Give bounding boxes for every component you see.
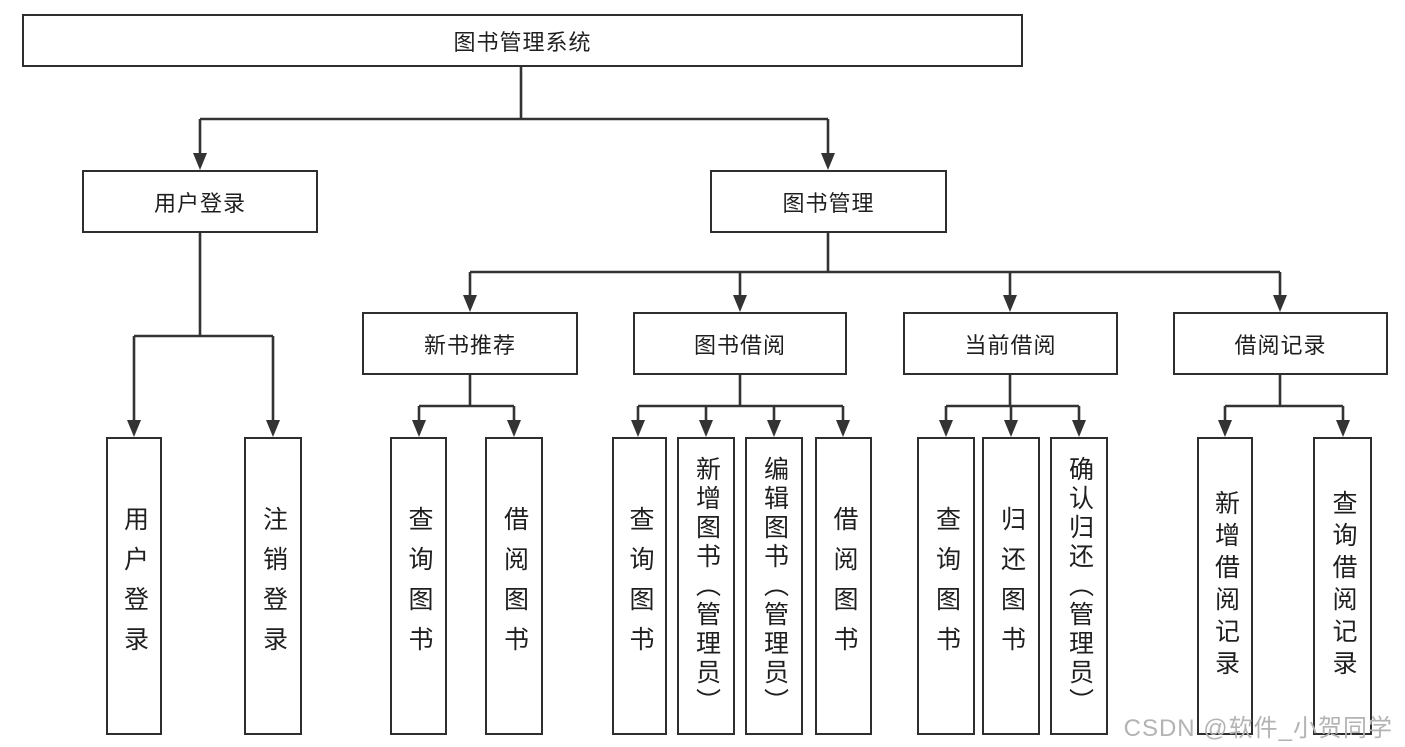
- node-label: 查询图书: [405, 506, 433, 666]
- leaf-query-books-1: 查询图书: [390, 437, 447, 735]
- leaf-edit-book-admin: 编辑图书（管理员）: [745, 437, 803, 735]
- node-label: 用户登录: [153, 190, 246, 216]
- node-user-login: 用户登录: [82, 170, 318, 233]
- connector-root-to-level2: [193, 67, 835, 170]
- connector-borrow-records-to-leaves: [1218, 375, 1350, 437]
- node-label: 借阅图书: [500, 506, 529, 666]
- node-root: 图书管理系统: [22, 14, 1023, 67]
- leaf-user-login: 用户登录: [106, 437, 162, 735]
- node-label: 新增借阅记录: [1211, 490, 1240, 682]
- connector-current-borrow-to-leaves: [939, 375, 1086, 437]
- arrowhead-icon: [1003, 295, 1017, 312]
- node-label: 查询图书: [626, 506, 654, 666]
- node-label: 查询借阅记录: [1329, 490, 1357, 682]
- node-label: 图书借阅: [693, 332, 786, 358]
- node-label: 图书管理系统: [453, 29, 592, 55]
- connector-book-borrow-to-leaves: [631, 375, 850, 437]
- leaf-borrow-books-2: 借阅图书: [815, 437, 872, 735]
- arrowhead-icon: [699, 420, 713, 437]
- node-label: 新书推荐: [423, 332, 516, 358]
- node-label: 归还图书: [997, 506, 1026, 666]
- arrowhead-icon: [1336, 420, 1350, 437]
- node-label: 图书管理: [782, 190, 875, 216]
- node-label: 新增图书（管理员）: [692, 455, 721, 717]
- arrowhead-icon: [733, 295, 747, 312]
- arrowhead-icon: [1218, 420, 1232, 437]
- arrowhead-icon: [412, 420, 426, 437]
- leaf-query-books-3: 查询图书: [917, 437, 975, 735]
- node-borrow-records: 借阅记录: [1173, 312, 1388, 375]
- node-label: 用户登录: [120, 506, 149, 666]
- connector-book-management-to-level3: [463, 233, 1287, 312]
- watermark: CSDN @软件_小贺同学: [1123, 715, 1393, 742]
- arrowhead-icon: [1273, 295, 1287, 312]
- arrowhead-icon: [836, 420, 850, 437]
- leaf-borrow-books-1: 借阅图书: [485, 437, 543, 735]
- connector-new-book-to-leaves: [412, 375, 521, 437]
- arrowhead-icon: [1004, 420, 1018, 437]
- node-book-borrow: 图书借阅: [633, 312, 847, 375]
- node-label: 编辑图书（管理员）: [760, 455, 789, 717]
- arrowhead-icon: [821, 153, 835, 170]
- arrowhead-icon: [767, 420, 781, 437]
- arrowhead-icon: [127, 420, 141, 437]
- leaf-logout: 注销登录: [244, 437, 302, 735]
- leaf-return-books: 归还图书: [982, 437, 1040, 735]
- arrowhead-icon: [193, 153, 207, 170]
- arrowhead-icon: [266, 420, 280, 437]
- node-label: 注销登录: [259, 506, 288, 666]
- leaf-query-books-2: 查询图书: [612, 437, 667, 735]
- node-label: 查询图书: [932, 506, 961, 666]
- leaf-add-book-admin: 新增图书（管理员）: [677, 437, 735, 735]
- connector-user-login-to-leaves: [127, 233, 280, 437]
- arrowhead-icon: [631, 420, 645, 437]
- leaf-query-borrow-record: 查询借阅记录: [1313, 437, 1372, 735]
- arrowhead-icon: [463, 295, 477, 312]
- node-book-management: 图书管理: [710, 170, 947, 233]
- arrowhead-icon: [507, 420, 521, 437]
- node-label: 借阅记录: [1234, 332, 1327, 358]
- leaf-add-borrow-record: 新增借阅记录: [1197, 437, 1253, 735]
- node-new-book-recommend: 新书推荐: [362, 312, 578, 375]
- node-label: 借阅图书: [830, 506, 858, 666]
- arrowhead-icon: [939, 420, 953, 437]
- node-current-borrow: 当前借阅: [903, 312, 1118, 375]
- node-label: 当前借阅: [964, 332, 1057, 358]
- leaf-confirm-return-admin: 确认归还（管理员）: [1050, 437, 1108, 735]
- arrowhead-icon: [1072, 420, 1086, 437]
- node-label: 确认归还（管理员）: [1065, 455, 1094, 717]
